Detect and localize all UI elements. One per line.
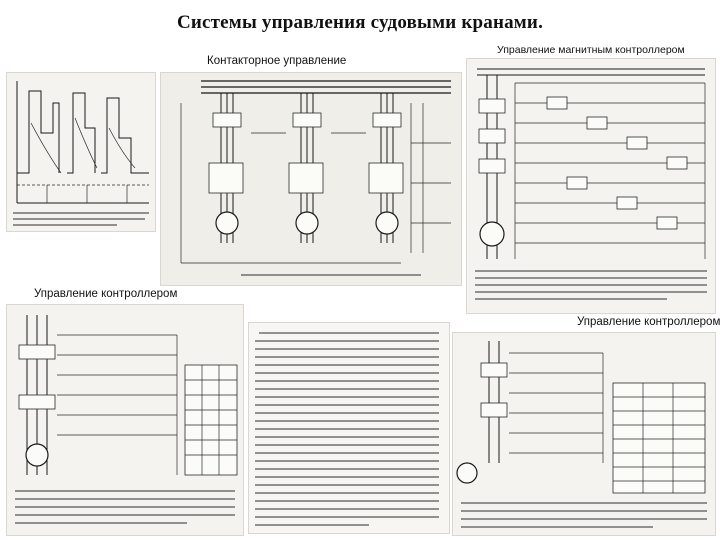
controller-schematic-left-image	[6, 304, 244, 536]
contactor-schematic-image	[160, 72, 462, 286]
label-controller-control-left: Управление контроллером	[34, 288, 178, 300]
magnetic-controller-schematic-drawing	[475, 68, 707, 300]
label-controller-control-right: Управление контроллером	[577, 316, 720, 328]
timing-diagram-image	[6, 72, 156, 232]
controller-schematic-right-image	[452, 332, 716, 536]
text-page-drawing	[255, 332, 439, 526]
controller-schematic-right-drawing	[456, 341, 707, 528]
timing-diagram-drawing	[13, 81, 149, 226]
magnetic-controller-schematic-image	[466, 58, 716, 314]
label-contactor-control: Контакторное управление	[207, 55, 347, 67]
label-magnetic-controller: Управление магнитным контроллером	[497, 44, 685, 56]
text-page-image	[248, 322, 450, 534]
controller-schematic-left-drawing	[15, 315, 238, 524]
contactor-schematic-drawing	[180, 80, 451, 276]
page-title: Системы управления судовыми кранами.	[176, 12, 544, 33]
